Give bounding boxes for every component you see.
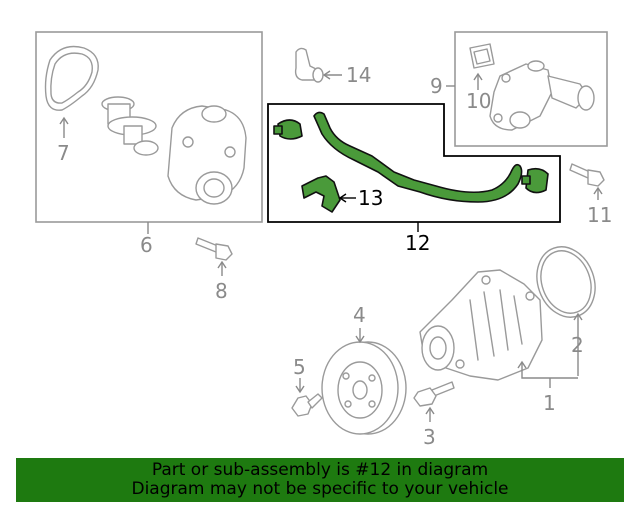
callout-10[interactable]: 10	[466, 89, 491, 113]
callout-14[interactable]: 14	[346, 63, 371, 87]
fitting-14-drawing[interactable]	[294, 47, 324, 83]
callout-7[interactable]: 7	[57, 141, 70, 165]
callout-9[interactable]: 9	[430, 74, 443, 98]
callout-13[interactable]: 13	[358, 186, 383, 210]
banner-line-1: Part or sub-assembly is #12 in diagram	[151, 460, 489, 480]
bolt-3-drawing[interactable]	[413, 381, 455, 407]
callout-12[interactable]: 12	[405, 231, 430, 255]
info-banner: Part or sub-assembly is #12 in diagram D…	[16, 458, 624, 502]
callout-5[interactable]: 5	[293, 355, 306, 379]
bolt-8-drawing[interactable]	[195, 237, 233, 261]
bolt-5-drawing[interactable]	[291, 393, 323, 417]
gasket-10-drawing[interactable]	[469, 43, 495, 69]
banner-line-2: Diagram may not be specific to your vehi…	[131, 479, 509, 499]
callout-11[interactable]: 11	[587, 203, 612, 227]
callout-6[interactable]: 6	[140, 233, 153, 257]
coolant-hose-12-highlighted[interactable]	[273, 111, 549, 213]
thermostat-housing-drawing[interactable]	[167, 105, 247, 205]
thermostat-drawing[interactable]	[101, 96, 159, 156]
pulley-drawing[interactable]	[321, 341, 407, 435]
callout-3[interactable]: 3	[423, 425, 436, 449]
callout-1[interactable]: 1	[543, 391, 556, 415]
box-assembly-6	[35, 31, 263, 223]
box-assembly-12	[267, 103, 561, 223]
box-assembly-9	[454, 31, 608, 147]
callout-2[interactable]: 2	[571, 333, 584, 357]
callout-4[interactable]: 4	[353, 303, 366, 327]
callout-8[interactable]: 8	[215, 279, 228, 303]
leader-1	[521, 362, 578, 379]
water-pump-drawing[interactable]	[419, 269, 543, 381]
water-outlet-drawing[interactable]	[489, 60, 595, 131]
bolt-11-drawing[interactable]	[569, 163, 605, 187]
gasket-7-drawing[interactable]	[44, 45, 99, 111]
